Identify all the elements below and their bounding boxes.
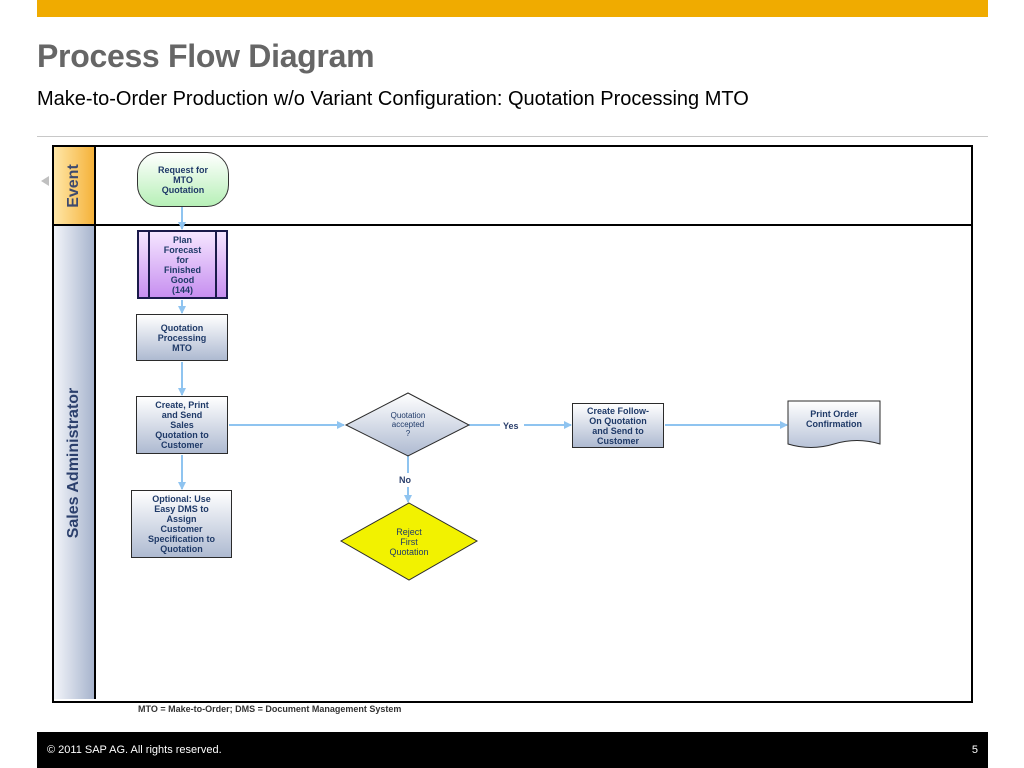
step-create-follow-on[interactable]: Create Follow- On Quotation and Send to …: [572, 403, 664, 448]
step-optional-easy-dms[interactable]: Optional: Use Easy DMS to Assign Custome…: [131, 490, 232, 558]
subprocess-bar-left: [148, 232, 150, 297]
document-print-order-confirmation[interactable]: Print Order Confirmation: [788, 400, 880, 450]
step-create-print-send[interactable]: Create, Print and Send Sales Quotation t…: [136, 396, 228, 454]
quotation-processing-label: Quotation Processing MTO: [157, 322, 207, 353]
lane-label-event: Event: [65, 163, 82, 208]
page-number: 5: [971, 744, 978, 756]
page-title: Process Flow Diagram: [37, 38, 375, 74]
plan-forecast-label: Plan Forecast for Finished Good (144): [163, 234, 202, 295]
print-order-label: Print Order Confirmation: [806, 409, 862, 429]
top-accent-bar: [37, 0, 988, 17]
lane-label-sales-administrator: Sales Administrator: [65, 387, 82, 538]
edge-label-yes: Yes: [503, 421, 519, 431]
lane-header-sales-administrator: Sales Administrator: [54, 226, 96, 699]
step-quotation-processing[interactable]: Quotation Processing MTO: [136, 314, 228, 361]
page-subtitle: Make-to-Order Production w/o Variant Con…: [37, 88, 749, 110]
optional-dms-label: Optional: Use Easy DMS to Assign Custome…: [147, 494, 215, 554]
follow-on-label: Create Follow- On Quotation and Send to …: [586, 405, 649, 446]
lane-header-event: Event: [54, 147, 96, 224]
edge-label-no: No: [399, 475, 411, 485]
subprocess-bar-right: [215, 232, 217, 297]
left-arrow-icon[interactable]: [41, 176, 49, 186]
event-request-label: Request for MTO Quotation: [157, 164, 208, 195]
footnote: MTO = Make-to-Order; DMS = Document Mana…: [138, 704, 402, 714]
process-plan-forecast[interactable]: Plan Forecast for Finished Good (144): [137, 230, 228, 299]
event-request-mto-quotation[interactable]: Request for MTO Quotation: [137, 152, 229, 207]
title-divider: [37, 136, 988, 137]
decision-quotation-accepted[interactable]: Quotation accepted ?: [390, 411, 426, 438]
create-print-label: Create, Print and Send Sales Quotation t…: [155, 400, 209, 450]
footer-bar: © 2011 SAP AG. All rights reserved. 5: [37, 732, 988, 768]
decision-reject-first-quotation[interactable]: Reject First Quotation: [389, 527, 429, 557]
copyright-text: © 2011 SAP AG. All rights reserved.: [47, 744, 222, 756]
lane-divider: [52, 224, 971, 226]
